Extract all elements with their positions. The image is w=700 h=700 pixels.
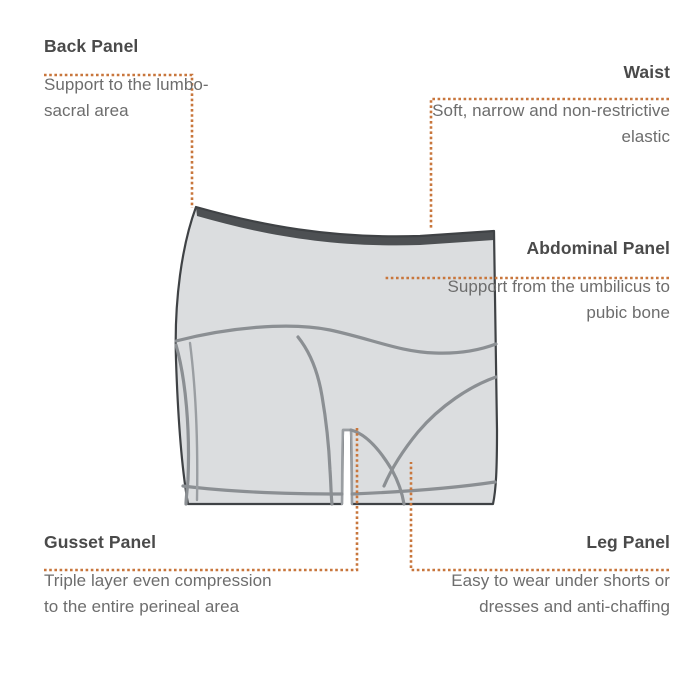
front-hem-line — [350, 480, 497, 496]
callout-body-abdominal-panel: Support from the umbilicus to pubic bone — [447, 276, 670, 322]
callout-body-back-panel: Support to the lumbo-sacral area — [44, 74, 209, 120]
callout-waist: Waist Soft, narrow and non-restrictive e… — [418, 62, 670, 150]
back-hem-line — [181, 484, 344, 496]
callout-gusset-panel: Gusset Panel Triple layer even compressi… — [44, 532, 274, 620]
callout-body-leg-panel: Easy to wear under shorts or dresses and… — [451, 570, 670, 616]
callout-title-gusset-panel: Gusset Panel — [44, 532, 157, 552]
back-leg-seam — [174, 343, 191, 506]
callout-abdominal-panel: Abdominal Panel Support from the umbilic… — [430, 238, 670, 326]
gusset-strip-right — [349, 428, 354, 506]
callout-title-back-panel: Back Panel — [44, 36, 139, 56]
callout-body-gusset-panel: Triple layer even compression to the ent… — [44, 570, 272, 616]
abdominal-panel-seam — [174, 324, 498, 355]
callout-title-abdominal-panel: Abdominal Panel — [526, 238, 670, 258]
callout-back-panel: Back Panel Support to the lumbo-sacral a… — [44, 36, 254, 124]
crotch-seam — [349, 428, 406, 506]
gusset-strip-left — [340, 428, 345, 506]
leg-panel-seam — [382, 375, 498, 488]
callout-leg-panel: Leg Panel Easy to wear under shorts or d… — [400, 532, 670, 620]
callout-title-leg-panel: Leg Panel — [586, 532, 670, 552]
callout-title-waist: Waist — [623, 62, 670, 82]
side-seam — [188, 341, 199, 502]
callout-body-waist: Soft, narrow and non-restrictive elastic — [432, 100, 670, 146]
gusset-panel-seam — [296, 335, 334, 506]
